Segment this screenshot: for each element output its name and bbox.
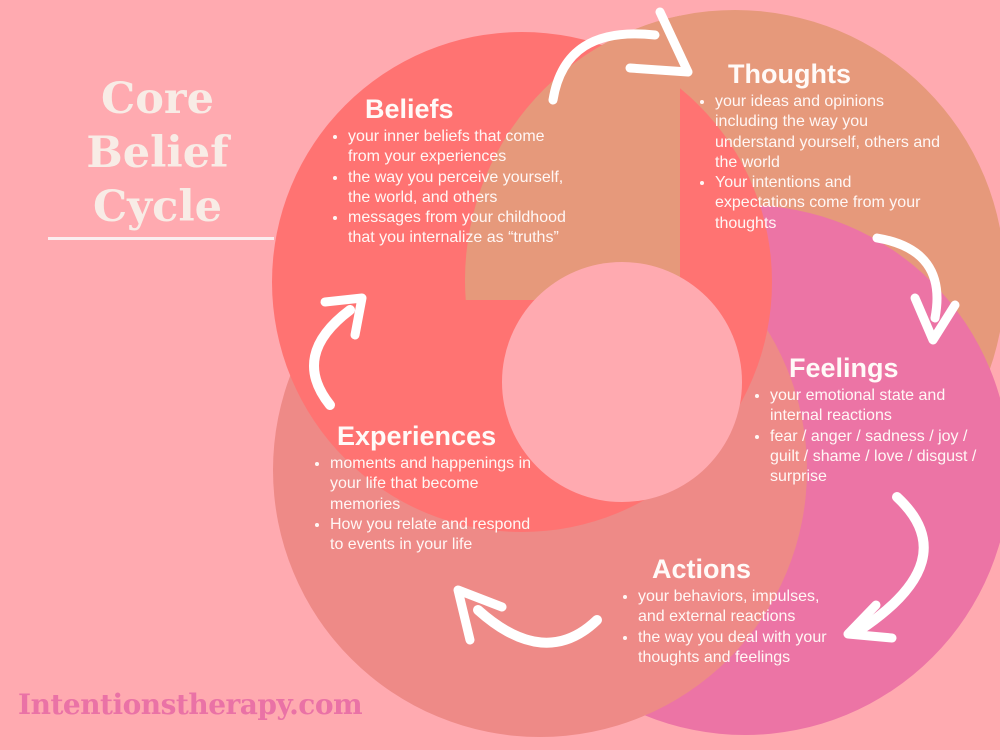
title-line: Cycle xyxy=(92,182,223,232)
list-item: How you relate and respond to events in … xyxy=(330,515,542,556)
center-hole xyxy=(502,262,742,502)
list-item: your emotional state and internal reacti… xyxy=(770,386,992,427)
actions-section: Actions your behaviors, impulses, and ex… xyxy=(605,554,850,668)
list-item: moments and happenings in your life that… xyxy=(330,454,542,515)
experiences-section: Experiences moments and happenings in yo… xyxy=(297,421,542,555)
list-item: Your intentions and expectations come fr… xyxy=(715,173,942,234)
arrow-feelings-to-actions-icon xyxy=(843,492,929,643)
title-line: Belief xyxy=(86,128,229,178)
feelings-section: Feelings your emotional state and intern… xyxy=(737,353,992,487)
thoughts-section: Thoughts your ideas and opinions includi… xyxy=(682,59,942,234)
title-line: Core xyxy=(101,74,214,124)
beliefs-heading: Beliefs xyxy=(365,94,454,124)
list-item: fear / anger / sadness / joy / guilt / s… xyxy=(770,427,992,488)
arrow-experiences-to-beliefs-icon xyxy=(309,293,367,410)
thoughts-heading: Thoughts xyxy=(728,59,851,89)
beliefs-section: Beliefs your inner beliefs that come fro… xyxy=(315,94,575,249)
list-item: messages from your childhood that you in… xyxy=(348,208,575,249)
feelings-heading: Feelings xyxy=(789,353,899,383)
title-divider xyxy=(48,237,274,240)
actions-heading: Actions xyxy=(652,554,752,584)
experiences-heading: Experiences xyxy=(337,421,497,451)
arrow-beliefs-to-thoughts-icon xyxy=(548,7,693,105)
list-item: your ideas and opinions including the wa… xyxy=(715,92,942,173)
website-label: Intentionstherapy.com xyxy=(18,688,363,721)
arrow-actions-to-experiences-icon xyxy=(453,585,602,648)
page-title: Core Belief Cycle xyxy=(50,72,265,234)
list-item: the way you deal with your thoughts and … xyxy=(638,628,850,669)
thoughts-circle-overlap xyxy=(465,15,680,300)
list-item: your inner beliefs that come from your e… xyxy=(348,127,575,168)
list-item: your behaviors, impulses, and external r… xyxy=(638,587,850,628)
arrow-thoughts-to-feelings-icon xyxy=(872,233,960,345)
list-item: the way you perceive yourself, the world… xyxy=(348,168,575,209)
